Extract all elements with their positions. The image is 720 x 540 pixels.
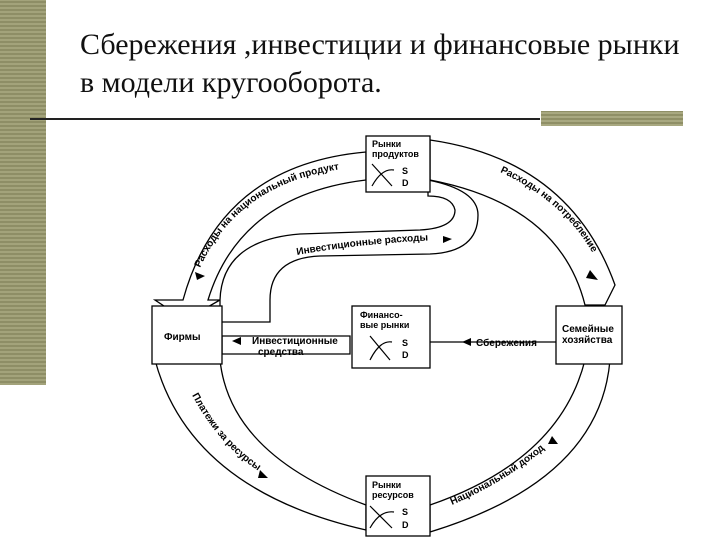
top-right-band — [429, 139, 616, 306]
decorative-side-bar — [0, 0, 46, 385]
product-market-d: D — [402, 178, 409, 188]
resource-payments-arrowhead — [258, 470, 268, 478]
households-label-2: хозяйства — [562, 335, 613, 346]
decorative-accent-block — [541, 111, 683, 126]
national-product-arrowhead — [195, 272, 205, 280]
product-market-s: S — [402, 166, 408, 176]
resource-market-label-1: Рынки — [372, 480, 401, 490]
investment-funds-label-2: средства — [258, 347, 304, 358]
financial-market-box: Финансо- вые рынки S D — [351, 305, 431, 369]
financial-market-label-2: вые рынки — [360, 320, 409, 330]
firms-label: Фирмы — [164, 332, 201, 343]
supply-demand-icon — [369, 335, 393, 361]
slide-title: Сбережения ,инвестиции и финансовые рынк… — [80, 28, 680, 99]
investment-funds-arrowhead — [232, 337, 241, 345]
resource-market-s: S — [402, 507, 408, 517]
product-market-label-1: Рынки — [372, 139, 401, 149]
supply-demand-icon — [371, 163, 395, 187]
bottom-right-band — [429, 359, 611, 533]
households-label-1: Семейные — [562, 324, 614, 335]
investment-spending-arrowhead — [443, 236, 452, 243]
resource-market-d: D — [402, 520, 409, 530]
national-income-arrowhead — [548, 436, 558, 444]
title-underline — [30, 118, 540, 120]
investment-funds-label-1: Инвестиционные — [252, 336, 338, 347]
consumer-spending-arrowhead — [586, 270, 598, 280]
bottom-left-band — [154, 359, 367, 531]
households-box: Семейные хозяйства — [555, 305, 623, 365]
resource-market-box: Рынки ресурсов S D — [365, 475, 431, 537]
savings-arrowhead — [462, 338, 471, 346]
savings-label: Сбережения — [476, 337, 537, 349]
financial-market-label-1: Финансо- — [360, 310, 403, 320]
product-market-label-2: продуктов — [372, 149, 419, 159]
resource-market-label-2: ресурсов — [372, 490, 414, 500]
product-market-box: Рынки продуктов S D — [365, 135, 431, 193]
financial-market-d: D — [402, 350, 409, 360]
firms-box: Фирмы — [151, 305, 223, 365]
supply-demand-icon — [369, 505, 395, 529]
financial-market-s: S — [402, 338, 408, 348]
